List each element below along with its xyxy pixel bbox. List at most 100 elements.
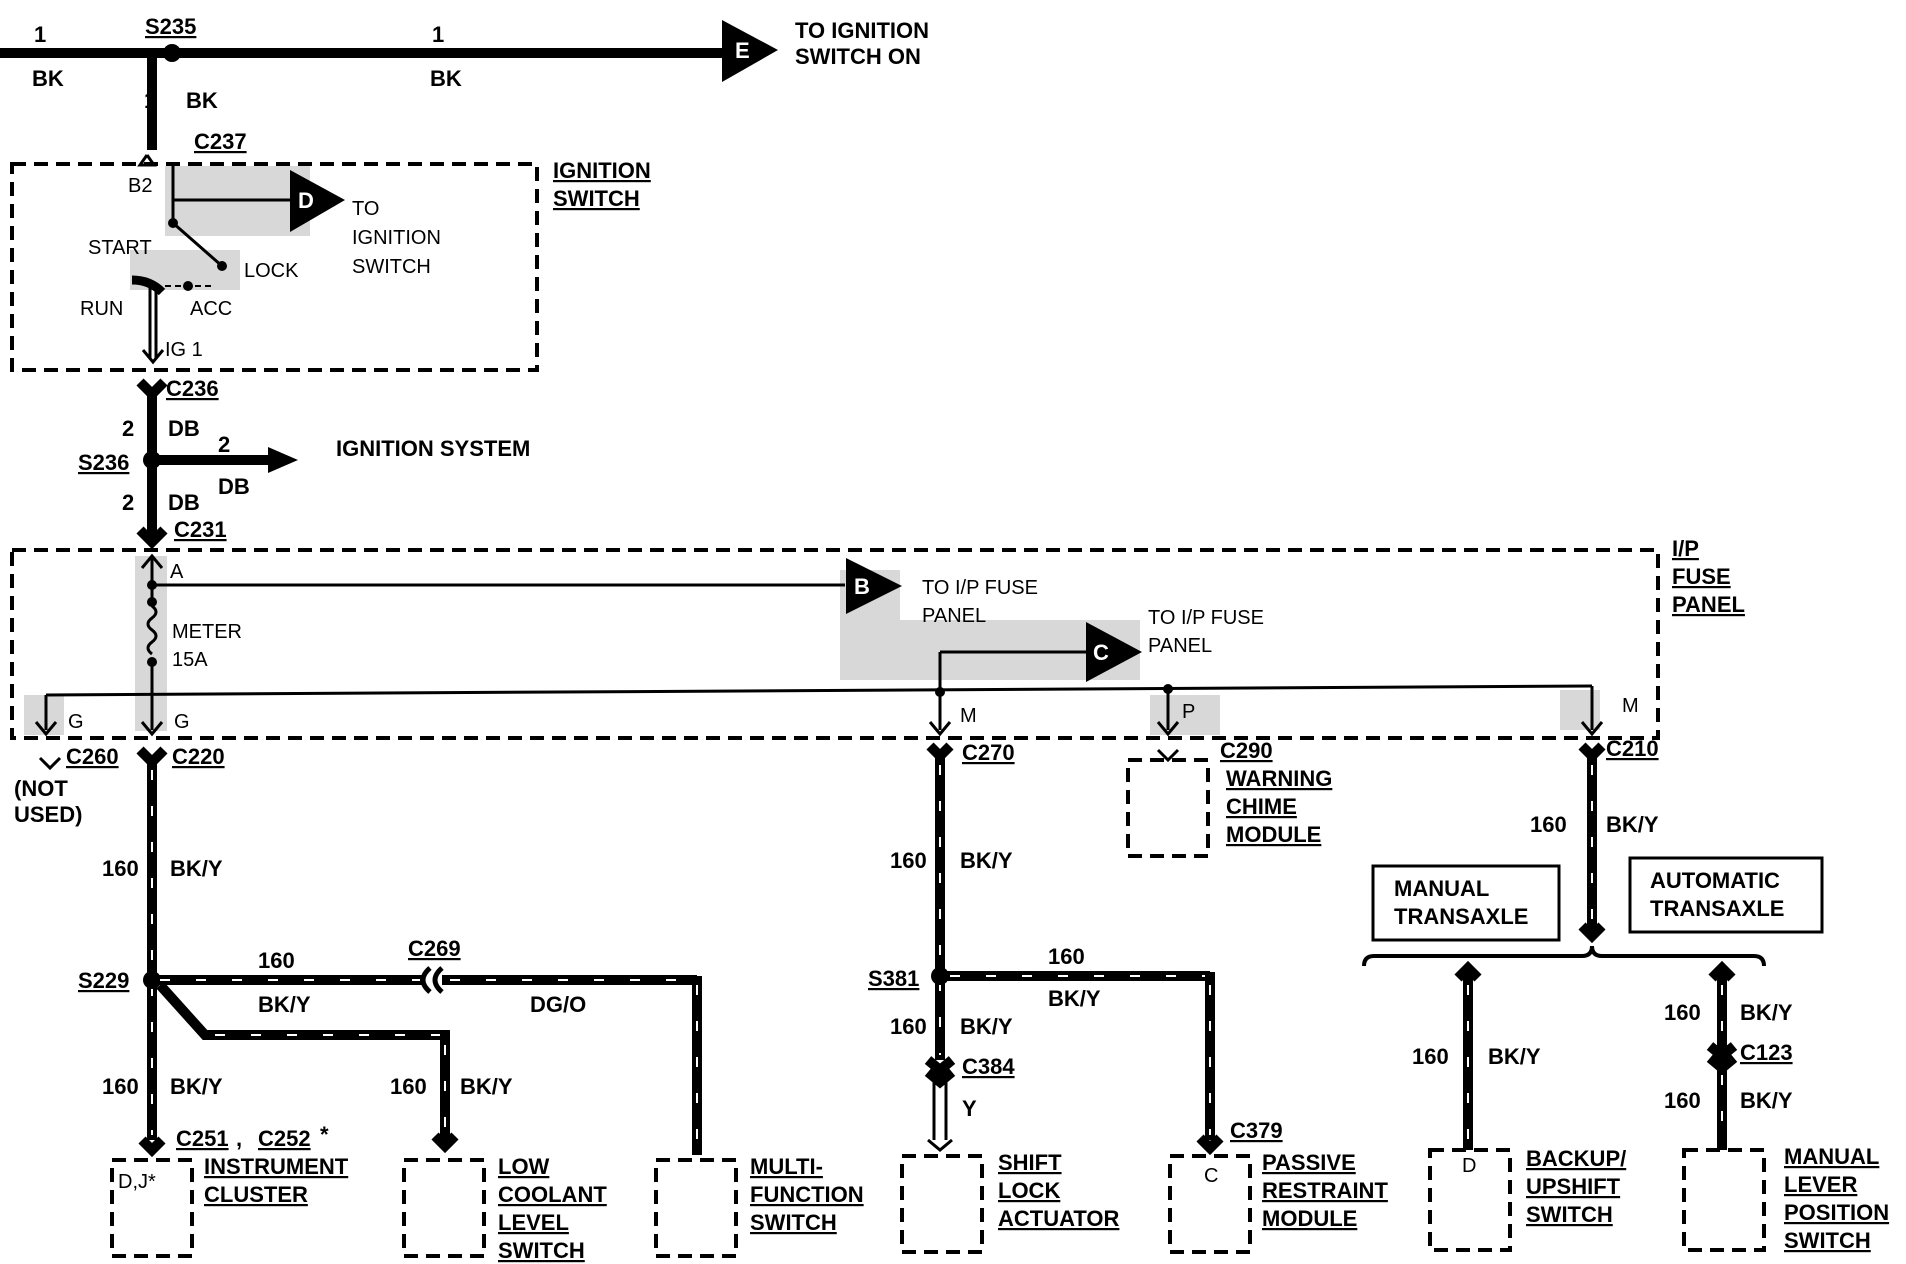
- manual-lever-label: POSITION: [1784, 1200, 1889, 1225]
- warning-chime-label: CHIME: [1226, 794, 1297, 819]
- warning-chime-label: WARNING: [1226, 766, 1332, 791]
- wire-color: BK: [430, 66, 462, 91]
- to-fuse-label: TO I/P FUSE: [922, 577, 1038, 599]
- wire-num: 2: [122, 416, 134, 441]
- shift-lock-label: SHIFT: [998, 1150, 1062, 1175]
- wire-color: BK/Y: [960, 848, 1013, 873]
- wire-num: 160: [1664, 1088, 1701, 1113]
- pin-g: G: [68, 711, 84, 733]
- wire-color: BK/Y: [1606, 812, 1659, 837]
- wire-color: BK/Y: [1740, 1000, 1793, 1025]
- connector-c220: C220: [172, 744, 225, 769]
- wire-num: 160: [102, 1074, 139, 1099]
- ignition-switch-title: SWITCH: [553, 186, 640, 211]
- low-coolant-label: LOW: [498, 1154, 550, 1179]
- wire-num: 1: [432, 22, 444, 47]
- wire-color: BK: [32, 66, 64, 91]
- wire-color: DB: [218, 474, 250, 499]
- fuse-panel-title: FUSE: [1672, 564, 1731, 589]
- position-lock: LOCK: [244, 260, 299, 282]
- shift-lock-box: [900, 1154, 984, 1254]
- wire-num: 160: [890, 848, 927, 873]
- warning-chime-box: [1126, 758, 1210, 858]
- to-fuse-label: PANEL: [922, 605, 986, 627]
- wire-num: 160: [390, 1074, 427, 1099]
- middle-feed: C236 2 DB S236 2 DB IGNITION SYSTEM 2 DB…: [78, 376, 530, 550]
- automatic-transaxle-label: AUTOMATIC: [1650, 868, 1780, 893]
- splice-s229-label: S229: [78, 968, 129, 993]
- dest-label: TO IGNITION: [795, 18, 929, 43]
- wire-color: DB: [168, 416, 200, 441]
- wire-color: BK/Y: [460, 1074, 513, 1099]
- backup-upshift-box: [1428, 1148, 1512, 1252]
- wire-color: Y: [962, 1096, 977, 1121]
- connector-e-arrow: [722, 20, 778, 82]
- pin-d: D: [1462, 1155, 1476, 1177]
- wire-color: BK/Y: [170, 856, 223, 881]
- connector-d-label: D: [298, 188, 314, 213]
- top-feed: E S235 1 1 BK BK TO IGNITION SWITCH ON 1…: [0, 14, 929, 154]
- connector-c270: C270: [962, 740, 1015, 765]
- wire-num: 160: [102, 856, 139, 881]
- shift-lock-label: ACTUATOR: [998, 1206, 1120, 1231]
- to-fuse-label: PANEL: [1148, 635, 1212, 657]
- passive-restraint-label: MODULE: [1262, 1206, 1357, 1231]
- pin-a: A: [170, 561, 184, 583]
- wire-num: 2: [218, 432, 230, 457]
- wire-num: 160: [1530, 812, 1567, 837]
- wire-num: 1: [34, 22, 46, 47]
- wire-color: BK/Y: [170, 1074, 223, 1099]
- warning-chime-label: MODULE: [1226, 822, 1321, 847]
- connector-b-label: B: [854, 574, 870, 599]
- wire-color: BK/Y: [960, 1014, 1013, 1039]
- ignition-switch: D B2 TO IGNITION SWITCH START LOCK RUN A…: [10, 154, 651, 372]
- to-ignition-label: TO: [352, 198, 379, 220]
- connector-d-arrow: [290, 170, 345, 232]
- passive-restraint-label: RESTRAINT: [1262, 1178, 1388, 1203]
- low-coolant-label: COOLANT: [498, 1182, 607, 1207]
- connector-c251: C251: [176, 1126, 229, 1151]
- wire-color: BK: [186, 88, 218, 113]
- instrument-branch: C260 (NOT USED) C220 160 BK/Y S229 160 B…: [14, 744, 864, 1263]
- multi-function-label: FUNCTION: [750, 1182, 864, 1207]
- backup-upshift-label: UPSHIFT: [1526, 1174, 1621, 1199]
- low-coolant-label: SWITCH: [498, 1238, 585, 1263]
- wire-num: 160: [890, 1014, 927, 1039]
- connector-c-label: C: [1093, 640, 1109, 665]
- position-acc: ACC: [190, 298, 232, 320]
- ip-fuse-panel: B C A TO I/P FUSE PANEL TO I/P FUSE PANE…: [10, 536, 1745, 740]
- connector-c237: C237: [194, 129, 247, 154]
- wire-num: 160: [1412, 1044, 1449, 1069]
- connector-c379: C379: [1230, 1118, 1283, 1143]
- backup-upshift-label: BACKUP/: [1526, 1146, 1626, 1171]
- ignition-system-label: IGNITION SYSTEM: [336, 436, 530, 461]
- wire-color: DB: [168, 490, 200, 515]
- connector-c123: C123: [1740, 1040, 1793, 1065]
- connector-c384: C384: [962, 1054, 1015, 1079]
- not-used: USED): [14, 802, 82, 827]
- ignition-switch-title: IGNITION: [553, 158, 651, 183]
- connector-c290: C290: [1220, 738, 1273, 763]
- dest-label: SWITCH ON: [795, 44, 921, 69]
- comma: ,: [236, 1126, 242, 1151]
- connector-c231: C231: [174, 517, 227, 542]
- multi-function-label: SWITCH: [750, 1210, 837, 1235]
- pin-dj: D,J*: [118, 1171, 156, 1193]
- to-ignition-label: SWITCH: [352, 256, 431, 278]
- connector-c210: C210: [1606, 736, 1659, 761]
- fuse-meter-15a: [146, 604, 158, 656]
- warning-chime: C290 WARNING CHIME MODULE: [1126, 738, 1332, 858]
- connector-c269: C269: [408, 936, 461, 961]
- wire-num: 160: [1048, 944, 1085, 969]
- fuse-label: 15A: [172, 649, 208, 671]
- connector-c260: C260: [66, 744, 119, 769]
- to-fuse-label: TO I/P FUSE: [1148, 607, 1264, 629]
- backup-upshift-label: SWITCH: [1526, 1202, 1613, 1227]
- manual-transaxle-box: [1371, 864, 1561, 942]
- pin-g: G: [174, 711, 190, 733]
- fuse-panel-title: PANEL: [1672, 592, 1745, 617]
- shift-lock-branch: C270 160 BK/Y S381 160 BK/Y 160 BK/Y C38…: [868, 740, 1388, 1254]
- pin-ig1: IG 1: [165, 339, 203, 361]
- splice-s236-label: S236: [78, 450, 129, 475]
- wire-color: DG/O: [530, 992, 586, 1017]
